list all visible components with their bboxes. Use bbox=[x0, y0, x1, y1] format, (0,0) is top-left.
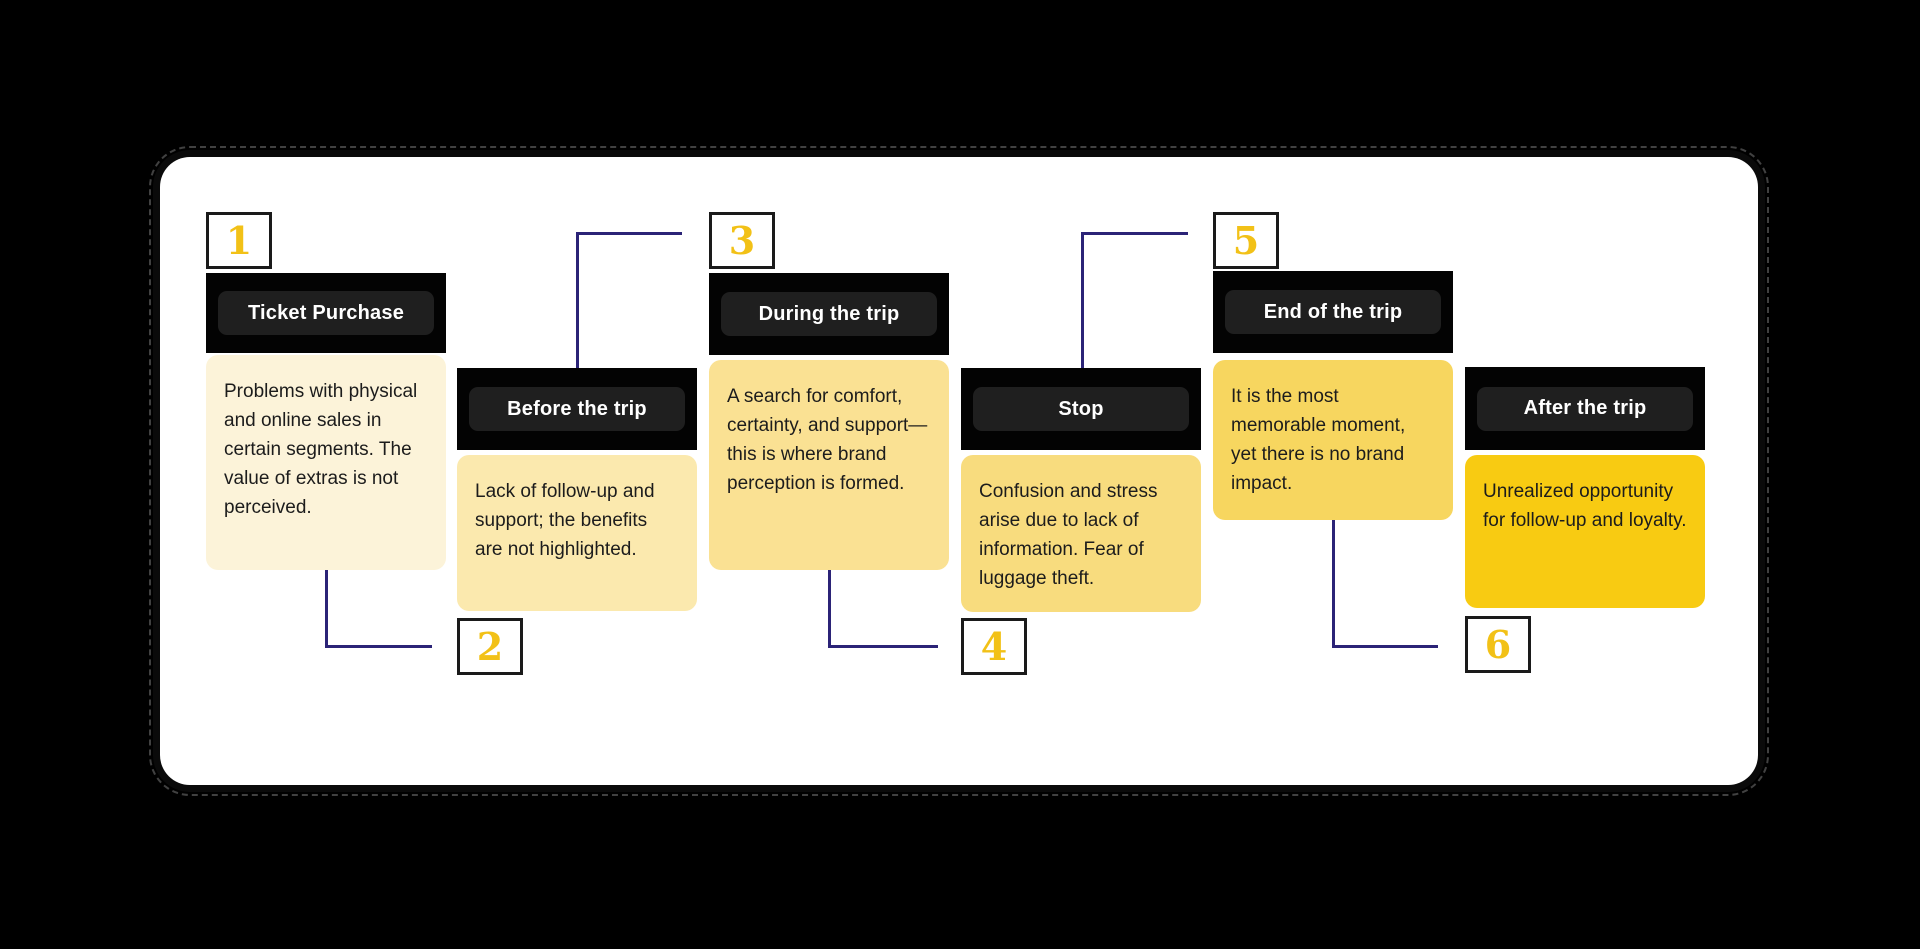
connector-stage4-to-stage5 bbox=[1081, 232, 1188, 368]
stage-5-header: End of the trip bbox=[1213, 271, 1453, 353]
stage-4-number: 4 bbox=[980, 623, 1008, 669]
stage-3-number: 3 bbox=[728, 217, 756, 263]
stage-2-number: 2 bbox=[476, 623, 504, 669]
stage-1-number: 1 bbox=[225, 217, 253, 263]
stage-1-description: Problems with physical and online sales … bbox=[206, 355, 446, 570]
stage-6-header: After the trip bbox=[1465, 367, 1705, 450]
stage-3-description: A search for comfort, certainty, and sup… bbox=[709, 360, 949, 570]
stage-1-number-badge: 1 bbox=[206, 212, 272, 269]
stage-4-title: Stop bbox=[973, 387, 1189, 431]
stage-2-description: Lack of follow-up and support; the benef… bbox=[457, 455, 697, 611]
stage-4-number-badge: 4 bbox=[961, 618, 1027, 675]
connector-stage1-to-stage2 bbox=[325, 570, 432, 648]
stage-2-title: Before the trip bbox=[469, 387, 685, 431]
stage-2-number-badge: 2 bbox=[457, 618, 523, 675]
connector-stage2-to-stage3 bbox=[576, 232, 682, 368]
stage-6-number-badge: 6 bbox=[1465, 616, 1531, 673]
stage-5-number: 5 bbox=[1232, 217, 1260, 263]
stage-6-title: After the trip bbox=[1477, 386, 1693, 431]
stage-5-description: It is the most memorable moment, yet the… bbox=[1213, 360, 1453, 520]
stage-6-description: Unrealized opportunity for follow-up and… bbox=[1465, 455, 1705, 608]
stage-2-header: Before the trip bbox=[457, 368, 697, 450]
connector-stage3-to-stage4 bbox=[828, 570, 938, 648]
stage-1-header: Ticket Purchase bbox=[206, 273, 446, 353]
connector-stage5-to-stage6 bbox=[1332, 520, 1438, 648]
stage-5-number-badge: 5 bbox=[1213, 212, 1279, 269]
stage-5-title: End of the trip bbox=[1225, 290, 1441, 334]
stage-1-title: Ticket Purchase bbox=[218, 291, 434, 335]
stage-4-description: Confusion and stress arise due to lack o… bbox=[961, 455, 1201, 612]
journey-map-card: 1 Ticket Purchase Problems with physical… bbox=[149, 146, 1769, 796]
stage-6-number: 6 bbox=[1484, 621, 1512, 667]
stage-3-header: During the trip bbox=[709, 273, 949, 355]
stage-3-title: During the trip bbox=[721, 292, 937, 336]
stage-4-header: Stop bbox=[961, 368, 1201, 450]
stage-3-number-badge: 3 bbox=[709, 212, 775, 269]
